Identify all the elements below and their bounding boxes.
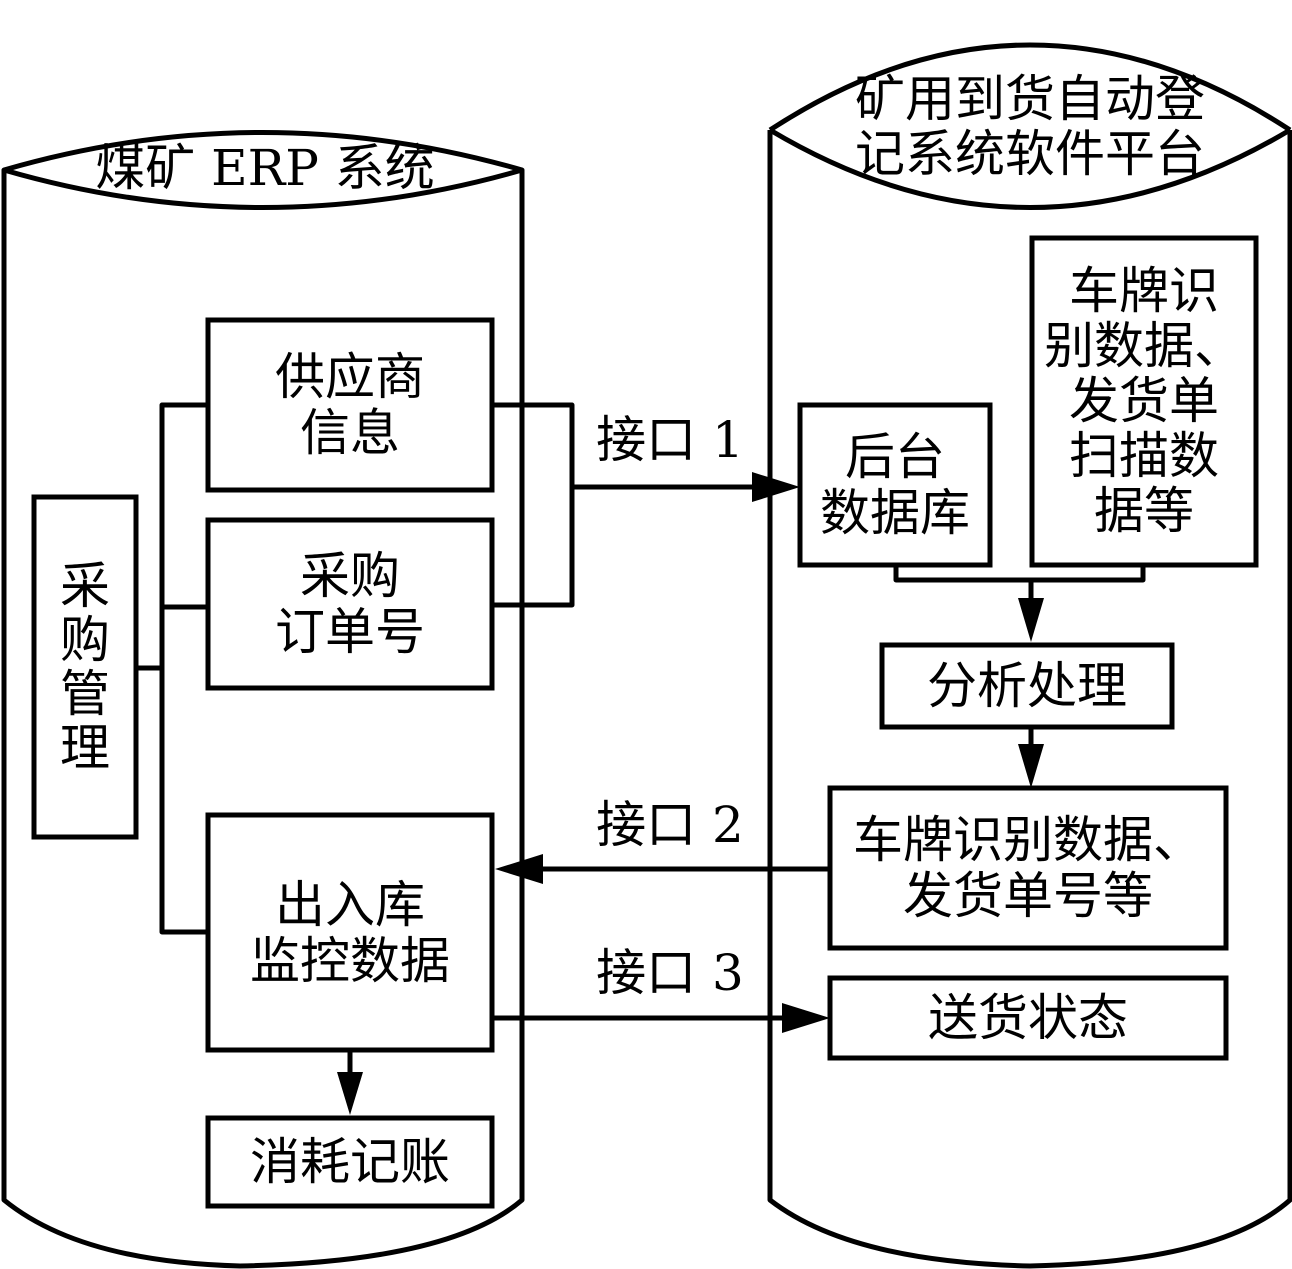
erp-system-cylinder-body: [1, 170, 525, 1269]
consumption-accounting-label: 消耗记账: [250, 1133, 450, 1191]
inout-arrowhead: [337, 1072, 363, 1115]
interface1-bracket-line: [492, 402, 575, 608]
procurement-bracket-line: [159, 402, 208, 935]
platform-cylinder-top: [768, 42, 1292, 133]
purchase-order-label: 采购 订单号: [275, 547, 425, 661]
procurement-management-label: 采 购 管 理: [60, 557, 110, 777]
purchase-order-box: [205, 517, 495, 691]
backend-database-box: [797, 402, 993, 568]
interface-3-label: 接口 3: [596, 944, 744, 1002]
platform-cylinder-body: [767, 130, 1292, 1269]
inout-monitoring-box: [205, 812, 495, 1053]
inout-monitoring-label: 出入库 监控数据: [250, 875, 450, 990]
merge-line: [893, 565, 1146, 583]
plate-scan-data-box: [1029, 235, 1259, 568]
interface2-arrowhead: [495, 854, 543, 884]
plate-scan-data-label: 车牌识 别数据、 发货单 扫描数 据等: [1044, 262, 1244, 540]
consumption-accounting-box: [205, 1115, 495, 1209]
analysis-processing-box: [879, 642, 1175, 730]
analysis-processing-label: 分析处理: [927, 657, 1127, 715]
procurement-management-box: [31, 494, 139, 840]
erp-system-title: 煤矿 ERP 系统: [95, 139, 435, 197]
platform-cylinder-lens: [768, 127, 1292, 210]
interface1-arrowhead: [752, 472, 800, 502]
merge-arrowhead: [1018, 598, 1044, 642]
interface3-arrowhead: [782, 1003, 830, 1033]
supplier-info-box: [205, 317, 495, 493]
platform-title: 矿用到货自动登 记系统软件平台: [855, 70, 1205, 183]
plate-delivery-no-label: 车牌识别数据、 发货单号等: [853, 811, 1203, 925]
plate-delivery-no-box: [827, 785, 1229, 951]
delivery-status-box: [827, 975, 1229, 1061]
analysis-arrowhead: [1018, 744, 1044, 788]
supplier-info-label: 供应商 信息: [275, 348, 425, 462]
interface-1-label: 接口 1: [596, 411, 744, 469]
interface-2-label: 接口 2: [596, 796, 744, 854]
backend-database-label: 后台 数据库: [820, 428, 970, 542]
delivery-status-label: 送货状态: [928, 989, 1128, 1047]
